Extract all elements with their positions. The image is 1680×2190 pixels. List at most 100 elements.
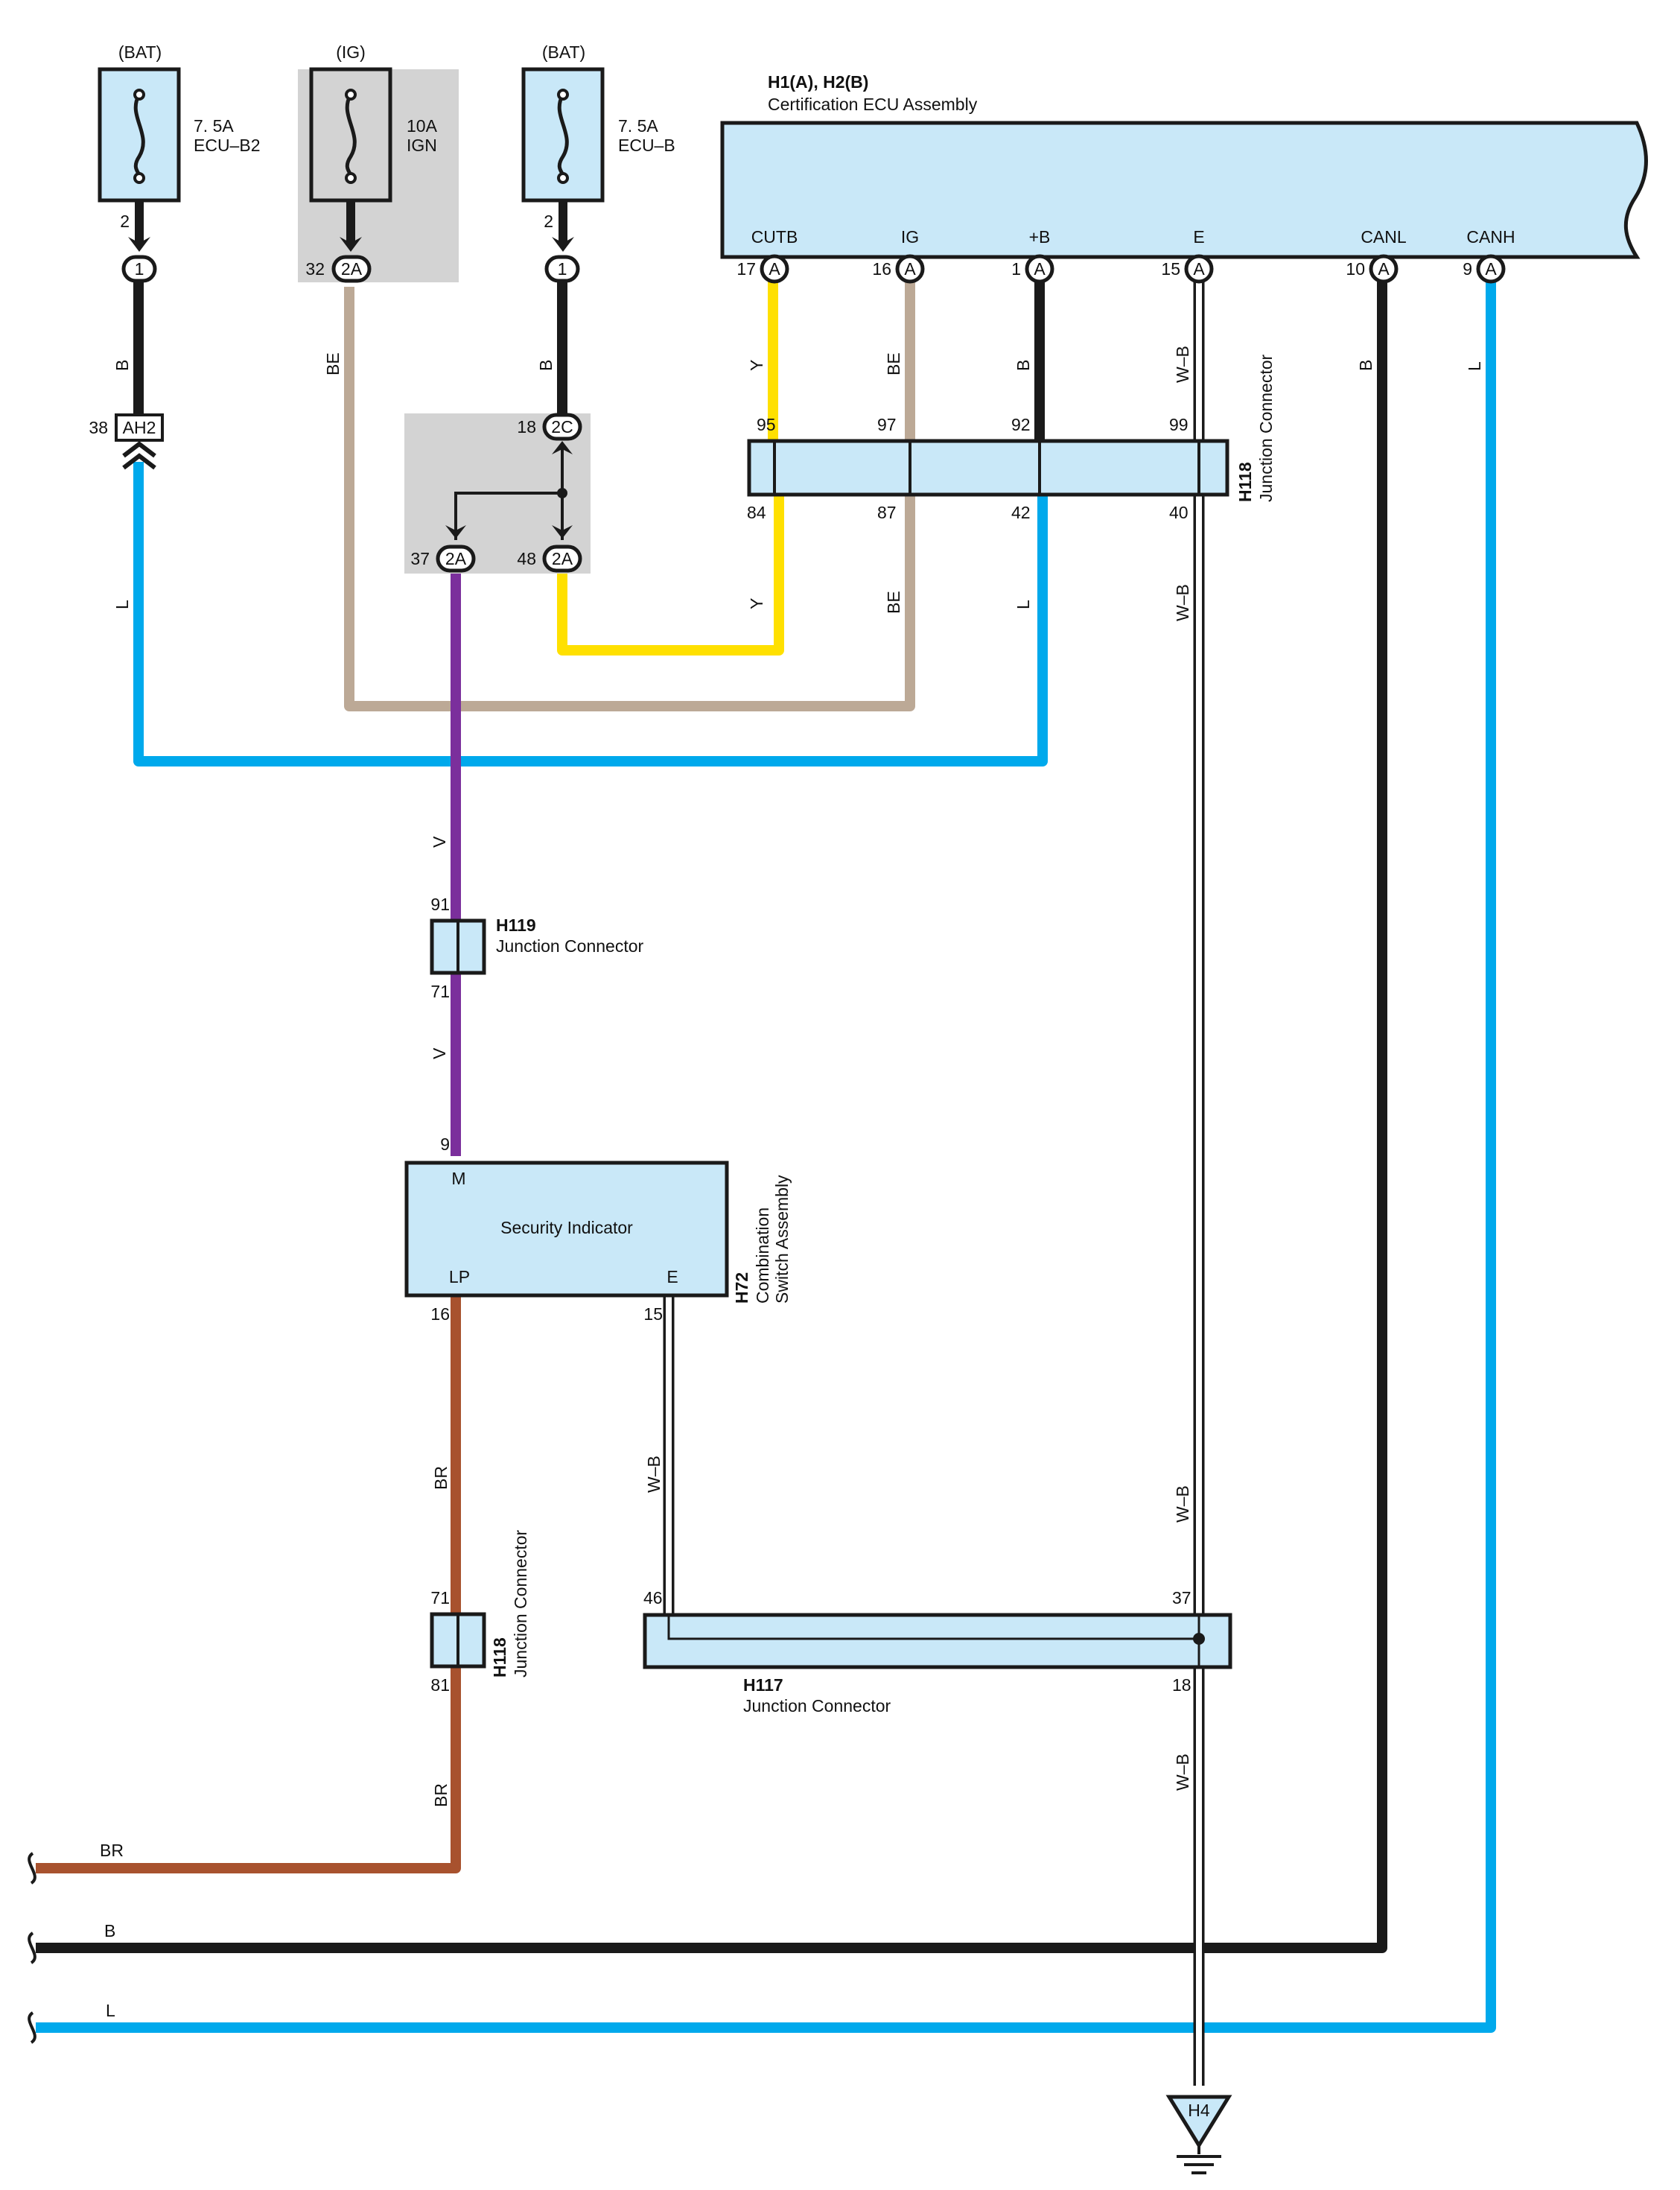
h72-code: H72 <box>732 1272 751 1304</box>
ecu-pin-ig: A <box>895 254 925 284</box>
svg-text:A: A <box>1193 259 1205 279</box>
wc-wb-ground: W–B <box>1173 1753 1192 1791</box>
connector-2a-ign-pin: 32 <box>305 259 325 279</box>
fuse1-supply: (BAT) <box>118 42 162 62</box>
h117-connector <box>643 1613 1232 1669</box>
ecu-pin-ig-num: 16 <box>872 259 891 279</box>
h118-bottom-name: Junction Connector <box>511 1529 530 1678</box>
h118-pin-40: 40 <box>1169 503 1189 522</box>
fuse1-name: ECU–B2 <box>194 136 260 155</box>
h119-pin-top: 91 <box>430 895 450 914</box>
h118-pin-92: 92 <box>1011 415 1031 434</box>
wc-l-left: L <box>106 2001 115 2020</box>
connector-2c: 2C <box>542 413 582 441</box>
wc-b-fuse1: B <box>112 360 132 371</box>
ecu-title: H1(A), H2(B) <box>768 72 868 92</box>
ecu-pin-b-num: 1 <box>1011 259 1021 279</box>
splice-dot <box>557 488 567 498</box>
fuse2-name: IGN <box>407 136 437 155</box>
wc-l-canh: L <box>1465 361 1484 371</box>
break-mark-br <box>28 1852 36 1885</box>
wc-b-left: B <box>104 1921 115 1940</box>
ecu-pin-cutb: A <box>760 254 789 284</box>
wc-wb-h72: W–B <box>644 1456 664 1493</box>
wc-v-bottom: V <box>430 1047 449 1059</box>
h118-pin-97: 97 <box>877 415 897 434</box>
wire-y-2a <box>557 495 784 656</box>
h117-pin-right: 37 <box>1172 1588 1191 1607</box>
svg-text:A: A <box>1034 259 1046 279</box>
fuse1-rating: 7. 5A <box>194 116 234 136</box>
ecu-term-canh: CANH <box>1466 227 1515 247</box>
h117-code: H117 <box>743 1675 783 1695</box>
ecu-pin-cutb-num: 17 <box>736 259 756 279</box>
break-mark-b <box>28 1932 36 1964</box>
wc-l-42: L <box>1014 600 1033 609</box>
svg-text:A: A <box>769 259 780 279</box>
wc-br-top: BR <box>431 1466 451 1490</box>
h118-bottom-pin-bottom: 81 <box>430 1675 450 1695</box>
fuse3-rating: 7. 5A <box>618 116 658 136</box>
ecu-term-canl: CANL <box>1361 227 1407 247</box>
wc-be-lower: BE <box>884 591 903 614</box>
fuse2-supply: (IG) <box>336 42 366 62</box>
connector-2a-ign: 2A <box>331 255 372 283</box>
wc-be-ig: BE <box>323 352 343 375</box>
h72-pin-lp: 16 <box>430 1304 450 1324</box>
wire-b-canl <box>36 282 1387 1953</box>
fuse3-name: ECU–B <box>618 136 675 155</box>
fuse1-pin: 2 <box>120 212 130 231</box>
ecu-pin-canh-num: 9 <box>1463 259 1472 279</box>
wc-wb-ecu: W–B <box>1173 346 1192 383</box>
connector-1-left: 1 <box>121 255 157 283</box>
wire-l-canh <box>36 282 1496 2033</box>
svg-text:2C: 2C <box>551 417 573 437</box>
wc-be-ecu: BE <box>884 352 903 375</box>
h72-term-e: E <box>666 1267 678 1286</box>
wc-l-ah2: L <box>112 600 132 609</box>
svg-text:A: A <box>1378 259 1390 279</box>
svg-text:A: A <box>1485 259 1497 279</box>
h72-label: Security Indicator <box>500 1218 633 1237</box>
h72-pin-m: 9 <box>440 1134 450 1154</box>
fuse3-pin: 2 <box>544 212 553 231</box>
svg-text:2A: 2A <box>445 549 467 568</box>
connector-2a-right-pin: 48 <box>517 549 536 568</box>
h117-pin-left: 46 <box>643 1588 663 1607</box>
ecu-term-cutb: CUTB <box>751 227 798 247</box>
connector-2a-left: 2A <box>436 545 476 573</box>
fuse3-supply: (BAT) <box>542 42 585 62</box>
h118-bottom-code: H118 <box>490 1637 509 1678</box>
connector-ah2-pin: 38 <box>89 418 108 437</box>
h118-pin-95: 95 <box>757 415 776 434</box>
wc-y-2a: Y <box>747 598 766 609</box>
wire-be-ig <box>344 287 915 711</box>
wire-wb-h72-outline <box>663 1289 1199 1636</box>
h119-pin-bottom: 71 <box>430 982 450 1001</box>
svg-text:2A: 2A <box>341 259 363 279</box>
wc-b-canl: B <box>1356 360 1375 371</box>
ground-h4 <box>1165 2095 1232 2174</box>
ecu-pin-canl-num: 10 <box>1346 259 1365 279</box>
wc-v-top: V <box>430 836 449 848</box>
ground-label: H4 <box>1188 2101 1210 2120</box>
wire-wb-h72 <box>666 1289 1199 1633</box>
certification-ecu-box <box>720 121 1649 259</box>
wc-br-bottom: BR <box>431 1783 451 1807</box>
h72-term-m: M <box>451 1169 465 1188</box>
ecu-pin-e: A <box>1184 254 1214 284</box>
svg-text:A: A <box>904 259 916 279</box>
h118-bottom-connector <box>430 1612 486 1669</box>
break-mark-l <box>28 2011 36 2044</box>
wc-wb-40: W–B <box>1173 584 1192 621</box>
fuse2-rating: 10A <box>407 116 438 136</box>
h118-top-code: H118 <box>1235 462 1255 502</box>
ecu-term-e: E <box>1193 227 1204 247</box>
svg-text:1: 1 <box>135 259 144 279</box>
ecu-pin-e-num: 15 <box>1161 259 1180 279</box>
connector-2c-pin: 18 <box>517 417 536 437</box>
h119-name: Junction Connector <box>496 936 644 956</box>
connector-ah2: AH2 <box>115 413 164 470</box>
h119-code: H119 <box>496 915 536 935</box>
